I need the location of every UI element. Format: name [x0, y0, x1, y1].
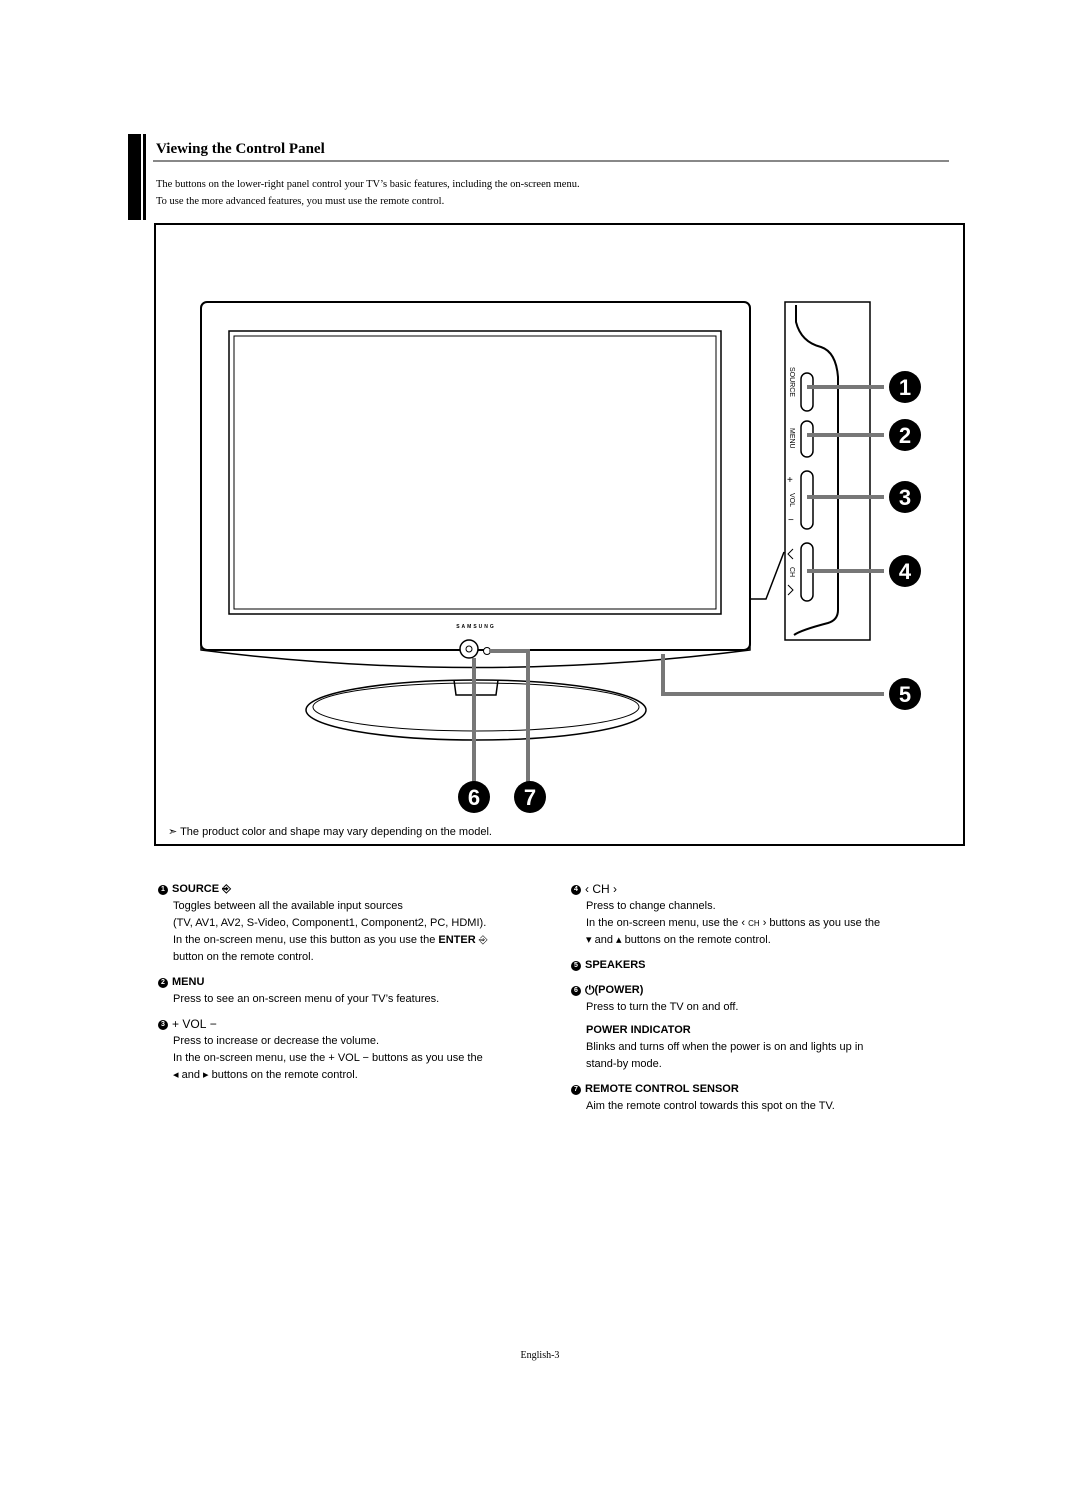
title-rule — [153, 160, 949, 162]
side-plus: + — [787, 475, 793, 486]
item-title: VOL — [182, 1017, 207, 1031]
item-menu: 2 MENU Press to see an on-screen menu of … — [158, 974, 558, 1008]
item-title: CH — [592, 882, 610, 896]
item-number: 7 — [571, 1084, 581, 1095]
item-text: button on the remote control. — [173, 951, 314, 963]
power-icon — [465, 645, 473, 653]
side-panel-edge — [793, 305, 839, 636]
chevron-right-icon: › — [613, 882, 618, 896]
item-title: SPEAKERS — [585, 959, 646, 971]
callout-7: 7 — [524, 785, 536, 810]
item-number: 2 — [158, 977, 168, 988]
item-text: stand-by mode. — [586, 1058, 662, 1070]
item-text: Press to increase or decrease the volume… — [173, 1035, 380, 1047]
diagram-frame: SAMSUNG SOURCE MENU VOL CH + − — [154, 223, 965, 846]
item-text: Blinks and turns off when the power is o… — [586, 1041, 864, 1053]
item-title: SOURCE — [172, 883, 220, 895]
power-icon: ⏻ — [585, 983, 595, 997]
item-text: (TV, AV1, AV2, S-Video, Component1, Comp… — [173, 917, 487, 929]
side-ch-up — [787, 548, 794, 560]
callout-4: 4 — [899, 559, 912, 584]
callout-circle-7 — [514, 781, 546, 813]
note-arrow-icon: ➣ — [168, 826, 178, 838]
plus-icon: + — [328, 1052, 335, 1064]
callout-5: 5 — [899, 682, 911, 707]
tv-screen-inner — [233, 335, 717, 610]
item-bold: ENTER — [438, 934, 476, 946]
item-text: Toggles between all the available input … — [173, 900, 403, 912]
item-title: REMOTE CONTROL SENSOR — [585, 1083, 739, 1095]
enter-icon: ⎆ — [222, 883, 231, 895]
minus-icon: − — [209, 1017, 217, 1031]
chevron-left-icon: ‹ — [585, 882, 589, 896]
callout-3: 3 — [899, 485, 911, 510]
side-vol-button — [800, 470, 814, 530]
section-title: Viewing the Control Panel — [156, 141, 325, 157]
enter-icon: ⎆ — [478, 934, 488, 946]
item-number: 3 — [158, 1019, 168, 1030]
callout-circle-2 — [889, 419, 921, 451]
item-text: In the on-screen menu, use this button a… — [173, 934, 436, 946]
left-column: 1 SOURCE ⎆ Toggles between all the availa… — [158, 881, 558, 1092]
side-label-source: SOURCE — [788, 367, 795, 397]
item-text: Aim the remote control towards this spot… — [586, 1100, 835, 1112]
diagram-note: ➣ The product color and shape may vary d… — [168, 826, 492, 838]
right-arrow-icon: ▸ — [203, 1069, 209, 1081]
item-power: 6 ⏻(POWER) Press to turn the TV on and of… — [571, 982, 971, 1073]
item-number: 1 — [158, 884, 168, 895]
callout-2: 2 — [899, 423, 911, 448]
tv-diagram: SAMSUNG SOURCE MENU VOL CH + − — [200, 301, 921, 813]
callout-circle-3 — [889, 481, 921, 513]
brand-logo: SAMSUNG — [456, 624, 496, 630]
side-label-menu: MENU — [788, 428, 795, 449]
item-ch: 4‹ CH › Press to change channels. In the… — [571, 881, 971, 949]
item-title: (POWER) — [594, 984, 644, 996]
up-arrow-icon: ▴ — [616, 934, 622, 946]
callout-circle-4 — [889, 555, 921, 587]
intro-line-2: To use the more advanced features, you m… — [156, 196, 445, 207]
callout-circle-6 — [458, 781, 490, 813]
section-bar-stripe — [141, 134, 143, 220]
plus-icon: + — [172, 1017, 180, 1031]
item-subtitle: POWER INDICATOR — [586, 1024, 691, 1036]
callout-6: 6 — [468, 785, 480, 810]
side-label-vol: VOL — [788, 493, 795, 507]
tv-screen-outer — [228, 330, 722, 615]
item-number: 5 — [571, 960, 581, 971]
item-remote: 7 REMOTE CONTROL SENSOR Aim the remote co… — [571, 1081, 971, 1115]
item-text: Press to see an on-screen menu of your T… — [173, 993, 440, 1005]
side-minus: − — [788, 515, 794, 526]
power-button — [459, 639, 479, 659]
intro-line-1: The buttons on the lower-right panel con… — [156, 179, 580, 190]
callout-lines — [472, 385, 884, 787]
left-arrow-icon: ◂ — [173, 1069, 179, 1081]
side-ch-down — [787, 584, 794, 596]
item-source: 1 SOURCE ⎆ Toggles between all the availa… — [158, 881, 558, 966]
side-menu-button — [800, 420, 814, 458]
side-label-ch: CH — [788, 567, 795, 577]
callout-circle-1 — [889, 371, 921, 403]
minus-icon: − — [362, 1052, 369, 1064]
callout-circle-5 — [889, 678, 921, 710]
item-number: 6 — [571, 985, 581, 996]
item-text: Press to turn the TV on and off. — [586, 1001, 739, 1013]
item-number: 4 — [571, 884, 581, 895]
right-column: 4‹ CH › Press to change channels. In the… — [571, 881, 971, 1123]
callout-1: 1 — [899, 375, 911, 400]
item-speakers: 5 SPEAKERS — [571, 957, 971, 974]
item-title: MENU — [172, 976, 205, 988]
item-text: Press to change channels. — [586, 900, 716, 912]
side-panel-box — [784, 301, 871, 641]
item-vol: 3 + VOL − Press to increase or decrease t… — [158, 1016, 558, 1084]
side-panel-connector — [750, 551, 785, 600]
page-footer: English-3 — [520, 1350, 560, 1361]
section-bar — [128, 134, 146, 220]
chevron-left-icon: ‹ — [741, 917, 745, 929]
chevron-right-icon: › — [762, 917, 767, 929]
down-arrow-icon: ▾ — [586, 934, 592, 946]
tv-bezel — [200, 301, 751, 651]
side-source-button — [800, 372, 814, 412]
